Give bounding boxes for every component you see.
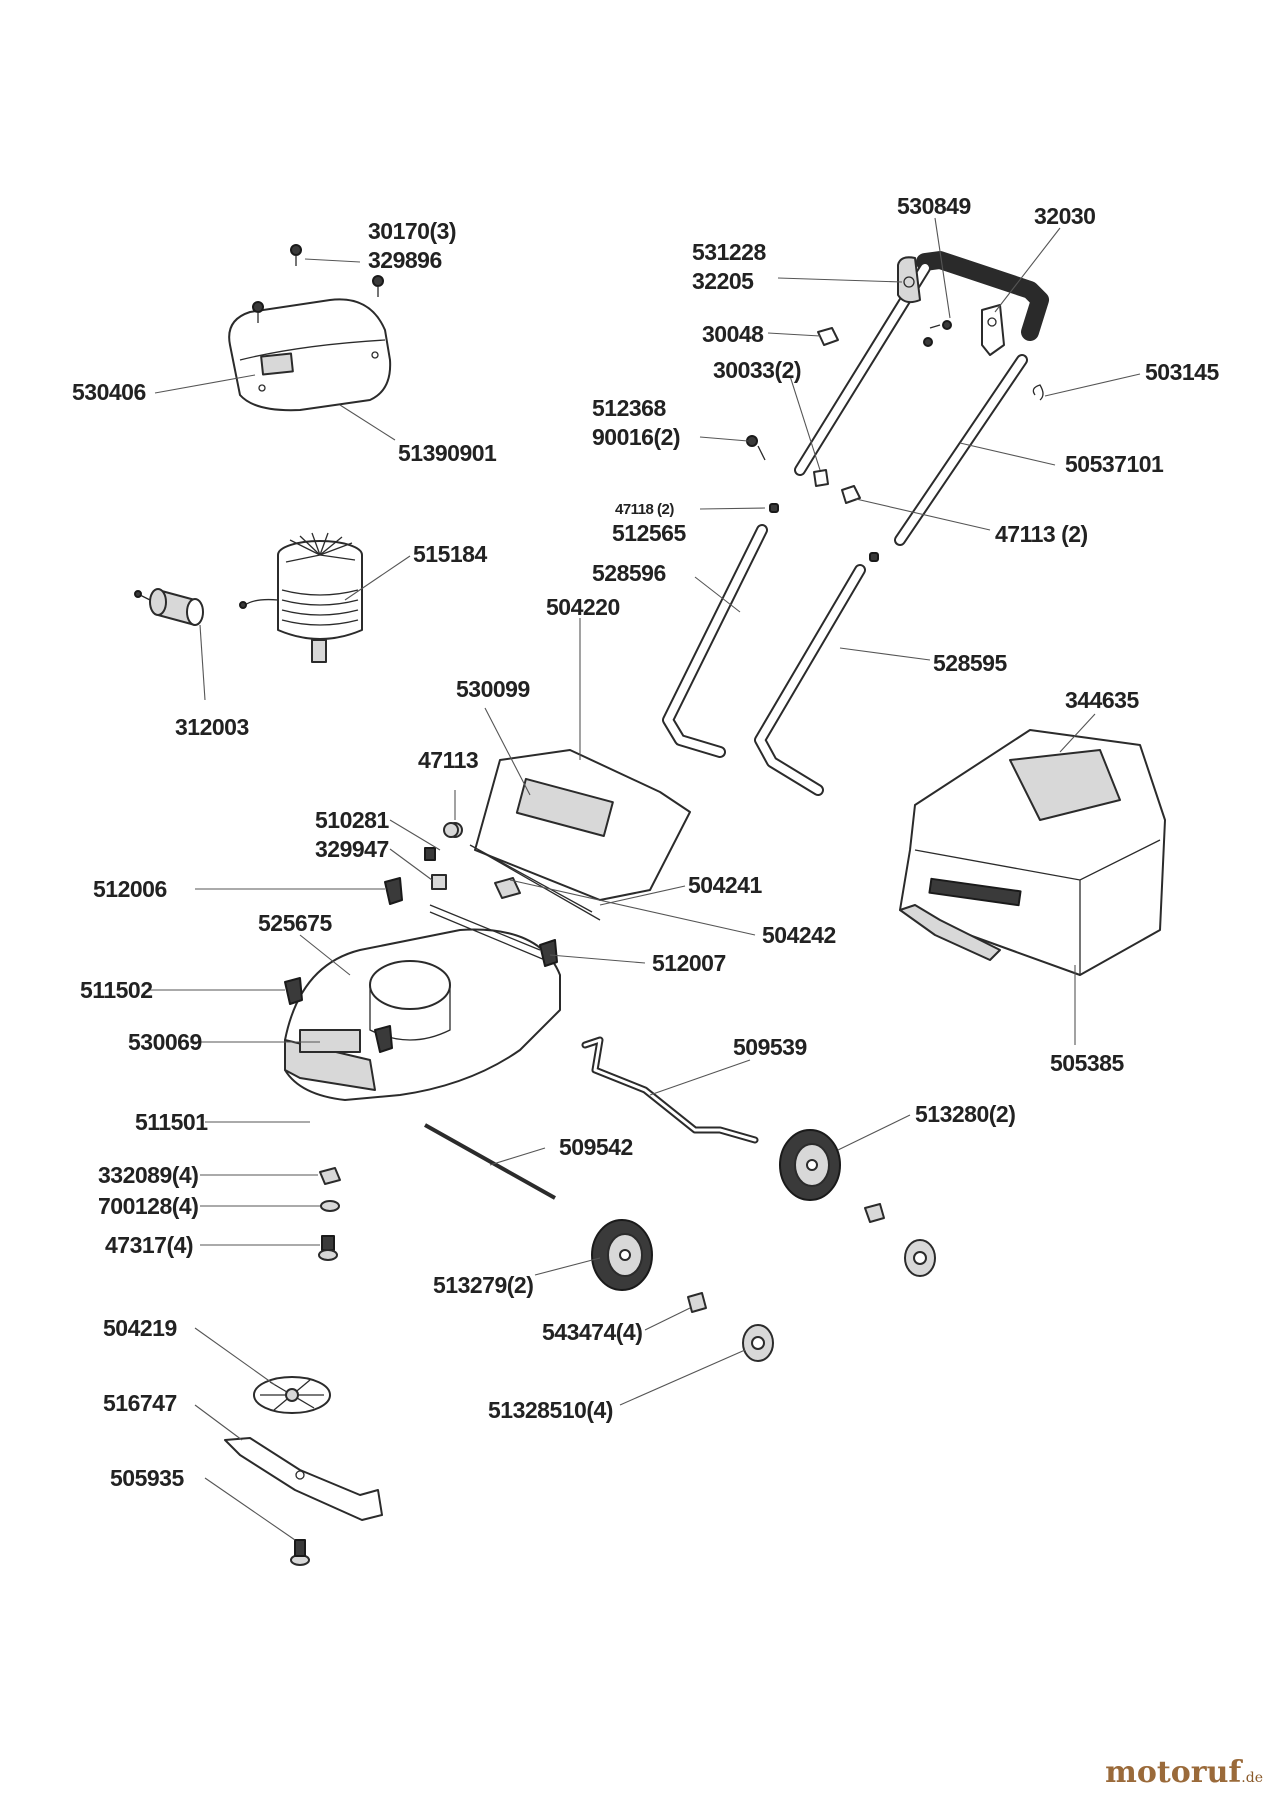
part-label-511501: 511501: [135, 1109, 208, 1135]
part-label-505935: 505935: [110, 1465, 184, 1491]
watermark-text: motoruf: [1105, 1755, 1242, 1790]
part-label-50537101: 50537101: [1065, 451, 1164, 477]
motor-cover: [228, 244, 392, 412]
part-label-504219: 504219: [103, 1315, 177, 1341]
part-label-504241: 504241: [688, 872, 762, 898]
grass-box: [899, 729, 1166, 976]
part-label-525675: 525675: [258, 910, 332, 936]
part-label-312003: 312003: [175, 714, 249, 740]
part-label-32030: 32030: [1034, 203, 1095, 229]
part-label-512565: 512565: [612, 520, 686, 546]
part-label-505385: 505385: [1050, 1050, 1124, 1076]
part-label-51328510-4: 51328510(4): [488, 1397, 613, 1423]
part-label-47113-2: 47113 (2): [995, 521, 1088, 547]
part-label-530099: 530099: [456, 676, 530, 702]
motor: [239, 532, 363, 663]
part-label-32205: 32205: [692, 268, 754, 294]
part-label-30170-3: 30170(3): [368, 218, 456, 244]
part-label-329947: 329947: [315, 836, 389, 862]
part-label-516747: 516747: [103, 1390, 177, 1416]
part-label-30033-2: 30033(2): [713, 357, 801, 383]
part-label-329896: 329896: [368, 247, 442, 273]
part-label-344635: 344635: [1065, 687, 1139, 713]
part-label-531228: 531228: [692, 239, 766, 265]
part-label-700128-4: 700128(4): [98, 1193, 198, 1219]
part-label-47113: 47113: [418, 747, 478, 773]
blade-assembly: [224, 1376, 383, 1566]
part-label-509539: 509539: [733, 1034, 807, 1060]
part-label-530849: 530849: [897, 193, 971, 219]
part-label-504242: 504242: [762, 922, 836, 948]
leader-lines: [150, 217, 1141, 1541]
motoruf-watermark: motoruf.de: [1105, 1755, 1263, 1790]
upper-handle: [746, 251, 1049, 546]
axles: [424, 1036, 759, 1200]
wheels: [591, 1129, 936, 1362]
watermark-suffix: .de: [1241, 1770, 1263, 1786]
part-label-504220: 504220: [546, 594, 620, 620]
part-label-503145: 503145: [1145, 359, 1219, 385]
part-label-528595: 528595: [933, 650, 1007, 676]
capacitor: [134, 588, 204, 626]
part-label-90016-2: 90016(2): [592, 424, 680, 450]
deck-hardware: [318, 1167, 341, 1261]
part-label-47118-2: 47118 (2): [615, 501, 674, 518]
part-label-530069: 530069: [128, 1029, 202, 1055]
part-label-47317-4: 47317(4): [105, 1232, 193, 1258]
part-label-30048: 30048: [702, 321, 764, 347]
part-label-512368: 512368: [592, 395, 666, 421]
lower-handle-tubes: [662, 503, 879, 796]
part-label-332089-4: 332089(4): [98, 1162, 198, 1188]
part-label-512007: 512007: [652, 950, 726, 976]
part-label-530406: 530406: [72, 379, 146, 405]
part-label-543474-4: 543474(4): [542, 1319, 642, 1345]
part-label-509542: 509542: [559, 1134, 633, 1160]
part-label-510281: 510281: [315, 807, 389, 833]
part-label-513280-2: 513280(2): [915, 1101, 1015, 1127]
part-label-51390901: 51390901: [398, 440, 497, 466]
mower-deck: [284, 822, 561, 1101]
part-label-511502: 511502: [80, 977, 152, 1003]
part-label-515184: 515184: [413, 541, 487, 567]
part-label-528596: 528596: [592, 560, 666, 586]
part-label-513279-2: 513279(2): [433, 1272, 533, 1298]
part-labels: 30170(3) 329896 530406 51390901 515184 3…: [72, 193, 1220, 1491]
part-label-512006: 512006: [93, 876, 167, 902]
grass-catcher-lid: [447, 749, 691, 921]
